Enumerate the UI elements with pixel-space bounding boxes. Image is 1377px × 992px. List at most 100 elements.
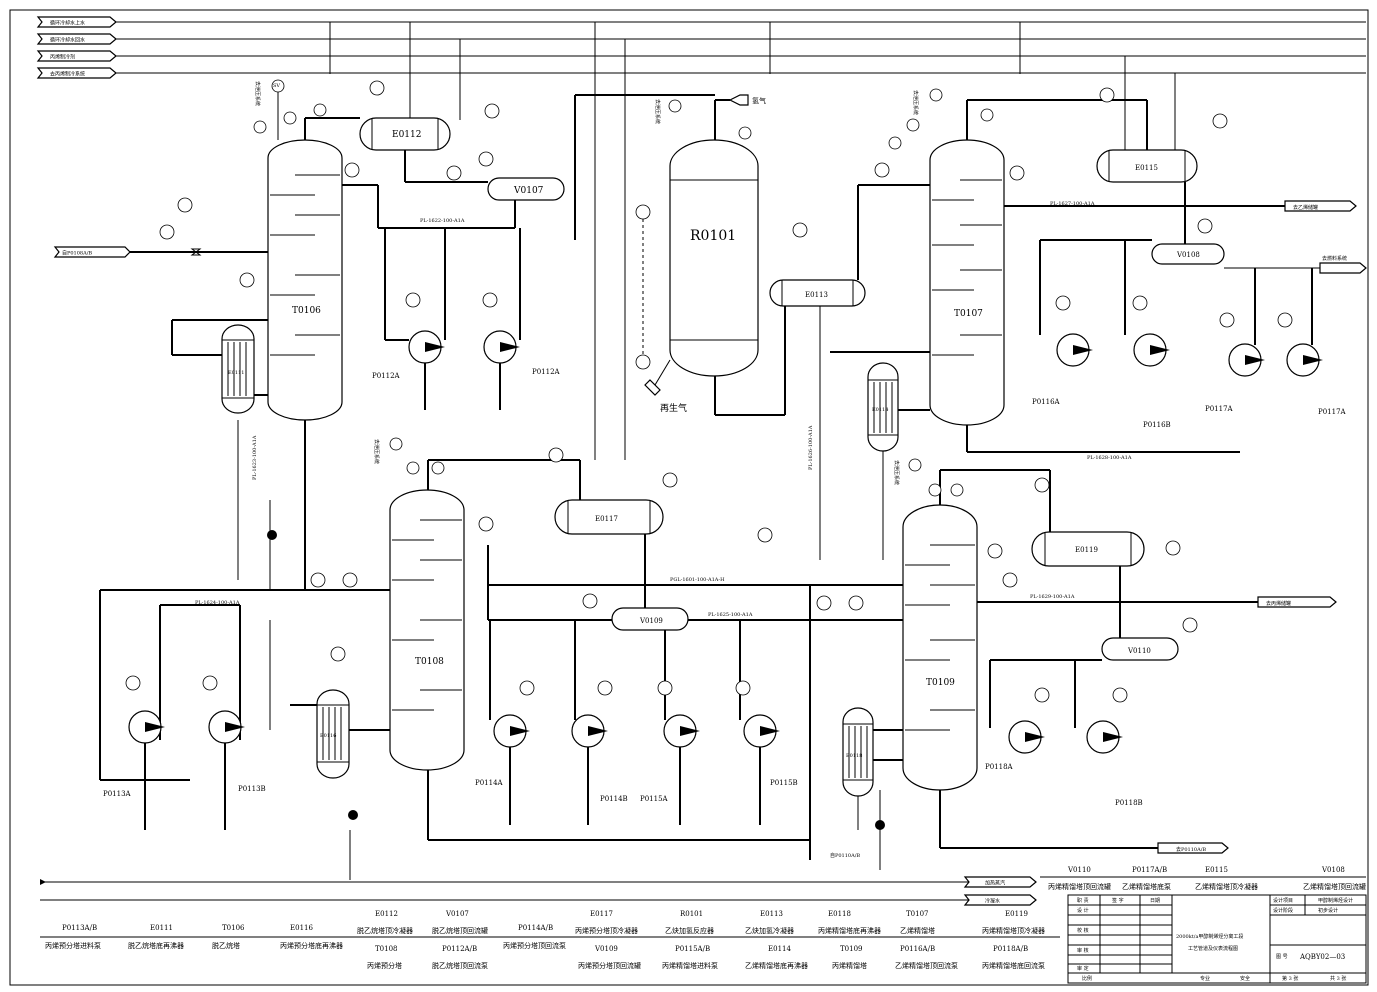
exchanger-e0111-label: E0111 (228, 370, 244, 376)
offpage-to-ethylene (1284, 200, 1357, 212)
pump-p0112a-right-label: P0112A (532, 368, 561, 376)
legend-tag-11: T0107 (906, 910, 928, 918)
t0108-section: T0108 去泄压系统 E0117 V0109 PGL-1601-100-A1A… (269, 437, 905, 880)
reactor-section: R0101 氢气 去泄压系统 再生气 E0113 PL-1626-100-A1A (574, 94, 930, 560)
pump-p0115b-label: P0115B (770, 779, 798, 787)
exchanger-e0111 (221, 324, 255, 414)
p0112-pumps: P0112A P0112A (372, 228, 561, 410)
exchanger-e0118-label: E0118 (846, 753, 862, 759)
tb-proj1-label: 设计项目 (1273, 897, 1293, 904)
legend-tag-12: E0119 (1005, 910, 1028, 918)
legend-tag-3: E0116 (290, 924, 313, 932)
line-1624-label: PL-1624-100-A1A (195, 600, 240, 606)
tb-title2: 工艺管道及仪表流程图 (1188, 945, 1238, 952)
legend-top-tag-1: P0117A/B (1132, 866, 1167, 874)
offpage-refrigerant (36, 50, 117, 62)
legend-desc2-5: 脱乙烷塔顶回流泵 (432, 961, 488, 970)
relief-label-1: 去泄压系统 (254, 81, 261, 106)
line-1622-label: PL-1622-100-A1A (420, 218, 465, 224)
legend-desc2-11: 乙烯精馏塔顶回流泵 (895, 961, 958, 970)
svg-text:SV: SV (273, 83, 280, 89)
legend-tag2-10: T0109 (840, 945, 862, 953)
legend-tag-2: T0106 (222, 924, 245, 932)
title-block: 职 责 设 计 校 核 审 核 审 定 签 字 日期 2000kt/a甲醇制烯烃… (1067, 894, 1367, 984)
offpage-from-p0108-label: 自P0108A/B (62, 250, 92, 257)
tb-ratio: 比例 (1082, 975, 1092, 982)
legend-top-desc-0: 丙烯精馏塔顶回流罐 (1048, 882, 1111, 891)
legend-top: V0110 丙烯精馏塔顶回流罐 P0117A/B 乙烯精馏塔底泵 E0115 乙… (1040, 866, 1366, 891)
utility-headers-bottom: 加热蒸汽 冷凝水 (40, 876, 1037, 906)
pump-p0115a-label: P0115A (640, 795, 669, 803)
exchanger-e0117 (554, 499, 664, 535)
legend-tag2-4: T0108 (375, 945, 397, 953)
utility-label-0: 循环冷却水上水 (50, 20, 85, 27)
tb-role-4: 审 定 (1077, 965, 1089, 972)
vessel-v0108 (1151, 243, 1225, 265)
utility-label-2: 丙烯制冷剂 (50, 54, 75, 61)
utility-label-3: 去丙烯制冷系统 (50, 71, 85, 78)
tb-proj2-label: 设计阶段 (1273, 907, 1293, 914)
sv-t0107 (929, 88, 943, 102)
tb-role-2: 校 核 (1077, 927, 1089, 934)
relief-label-5: 去泄压系统 (893, 460, 900, 485)
sv-t0108 (389, 437, 403, 451)
tb-sign: 签 字 (1112, 897, 1124, 904)
vessel-v0107 (487, 177, 565, 201)
p0113-pumps: P0113A P0113B (100, 675, 266, 830)
offpage-to-p0110-label: 去P0110A/B (1176, 846, 1206, 853)
pump-p0118a-label: P0118A (985, 763, 1014, 771)
pump-p0112a-left-label: P0112A (372, 372, 401, 380)
tb-sheet: 第 3 张 (1282, 975, 1298, 982)
line-1626-label: PL-1626-100-A1A (808, 425, 814, 470)
tb-date: 日期 (1150, 898, 1160, 904)
pump-p0116a-label: P0116A (1032, 398, 1061, 406)
exchanger-e0119 (1031, 531, 1145, 567)
line-1625-label: PL-1625-100-A1A (708, 612, 753, 618)
legend-tag2-11: P0116A/B (900, 945, 935, 953)
sv-t0109 (908, 458, 922, 472)
vessel-v0109-label: V0109 (639, 617, 663, 625)
t0109-section: T0109 去泄压系统 E0119 去丙烯储罐 PL-1629-100-A1A … (809, 458, 1337, 870)
drawing-frame (9, 9, 1369, 986)
offpage-to-refrig (36, 67, 117, 79)
utility-condensate-label: 冷凝水 (985, 898, 1000, 905)
legend-desc-3: 丙烯预分塔底再沸器 (280, 941, 343, 950)
reactor-r0101-label: R0101 (690, 228, 736, 244)
exchanger-e0114-label: E0114 (872, 407, 888, 413)
exchanger-e0115 (1096, 149, 1198, 183)
column-t0108 (389, 489, 465, 771)
legend-desc-1: 脱乙烷塔底再沸器 (128, 941, 184, 950)
pump-p0117a-right-label: P0117A (1318, 408, 1347, 416)
sv-r0101 (668, 99, 682, 113)
legend-top-tag-2: E0115 (1205, 866, 1228, 874)
vessel-v0110-label: V0110 (1127, 647, 1151, 655)
legend-desc2-10: 丙烯精馏塔 (832, 961, 867, 970)
relief-label-2: 去泄压系统 (654, 99, 661, 124)
relief-label-3: 去泄压系统 (912, 90, 919, 115)
legend-desc-6: 丙烯预分塔顶回流泵 (503, 941, 566, 950)
legend-tag-7: E0117 (590, 910, 613, 918)
exchanger-e0118 (842, 707, 874, 797)
legend-desc-12: 丙烯精馏塔顶冷凝器 (982, 926, 1045, 935)
utility-headers-top: 循环冷却水上水 循环冷却水回水 丙烯制冷剂 去丙烯制冷系统 (36, 16, 1366, 460)
legend-bottom: P0113A/B 丙烯预分塔进料泵 E0111 脱乙烷塔底再沸器 T0106 脱… (40, 910, 1060, 970)
reactor-r0101 (669, 139, 759, 377)
legend-top-tag-3: V0108 (1321, 866, 1345, 874)
column-t0109 (902, 504, 978, 791)
legend-desc-2: 脱乙烷塔 (212, 941, 240, 950)
offpage-to-propylene (1257, 596, 1337, 608)
offpage-condensate (963, 894, 1037, 906)
pump-p0113a-label: P0113A (103, 790, 132, 798)
line-1628-label: PL-1628-100-A1A (1087, 455, 1132, 461)
legend-top-desc-3: 乙烯精馏塔顶回流罐 (1303, 882, 1366, 891)
exchanger-e0113-label: E0113 (805, 291, 828, 299)
legend-tag-9: E0113 (760, 910, 783, 918)
legend-desc-10: 丙烯精馏塔底再沸器 (818, 926, 881, 935)
t0107-section: T0107 去泄压系统 E0115 去乙烯储罐 PL-1627-100-A1A … (830, 88, 1367, 560)
exchanger-e0112-label: E0112 (392, 130, 421, 140)
pump-p0116b-label: P0116B (1143, 421, 1171, 429)
line-1623-label: PL-1623-100-A1A (252, 435, 258, 480)
utility-steam-label: 加热蒸汽 (985, 880, 1005, 887)
legend-tag2-5: P0112A/B (442, 945, 477, 953)
vessel-v0107-label: V0107 (513, 186, 544, 196)
